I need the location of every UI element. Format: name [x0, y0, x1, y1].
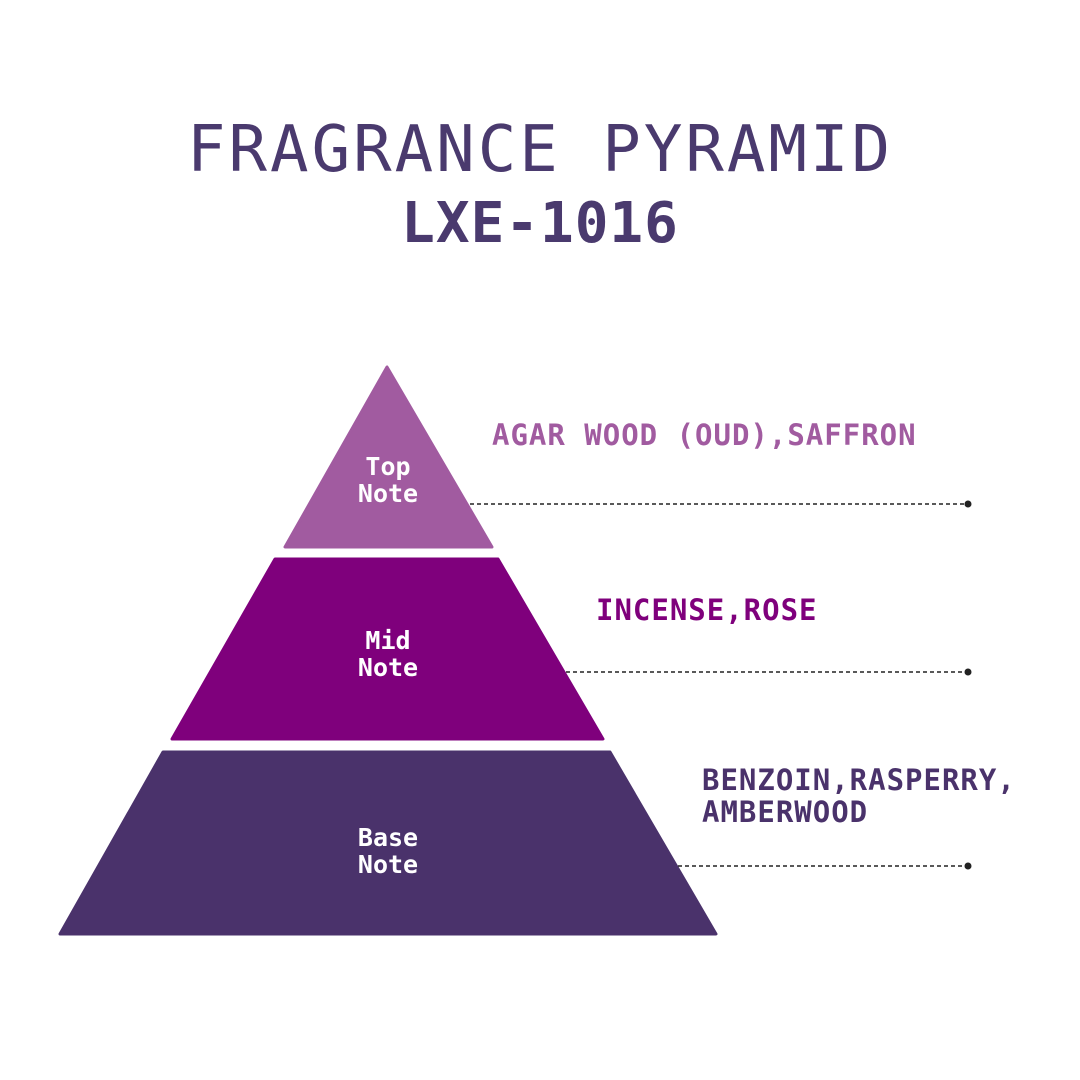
mid-note-leader-dot [964, 668, 972, 676]
base-note-label: Base Note [318, 824, 458, 878]
mid-note-ingredients: INCENSE,ROSE [596, 594, 818, 626]
top-note-leader-dot [964, 500, 972, 508]
mid-note-label-line1: Mid [365, 626, 411, 655]
top-note-label-line2: Note [357, 479, 419, 508]
top-note-label: Top Note [318, 453, 458, 507]
mid-note-tier [170, 557, 605, 741]
base-note-label-line2: Note [357, 850, 419, 879]
page-title: FRAGRANCE PYRAMID [186, 113, 894, 187]
mid-note-label: Mid Note [318, 627, 458, 681]
mid-note-label-line2: Note [357, 653, 419, 682]
top-note-ingredients-line1: AGAR WOOD (OUD),SAFFRON [492, 418, 917, 452]
base-note-ingredients-line2: AMBERWOOD [702, 795, 869, 829]
base-note-ingredients: BENZOIN,RASPERRY, AMBERWOOD [702, 764, 1016, 828]
top-note-tier [283, 365, 494, 549]
product-code: LXE-1016 [401, 191, 679, 256]
mid-note-ingredients-line1: INCENSE,ROSE [596, 593, 818, 627]
base-note-leader-dot [964, 862, 972, 870]
top-note-ingredients: AGAR WOOD (OUD),SAFFRON [492, 419, 917, 451]
base-note-label-line1: Base [357, 823, 419, 852]
base-note-ingredients-line1: BENZOIN,RASPERRY, [702, 763, 1016, 797]
top-note-label-line1: Top [365, 452, 411, 481]
base-note-tier [58, 750, 718, 936]
